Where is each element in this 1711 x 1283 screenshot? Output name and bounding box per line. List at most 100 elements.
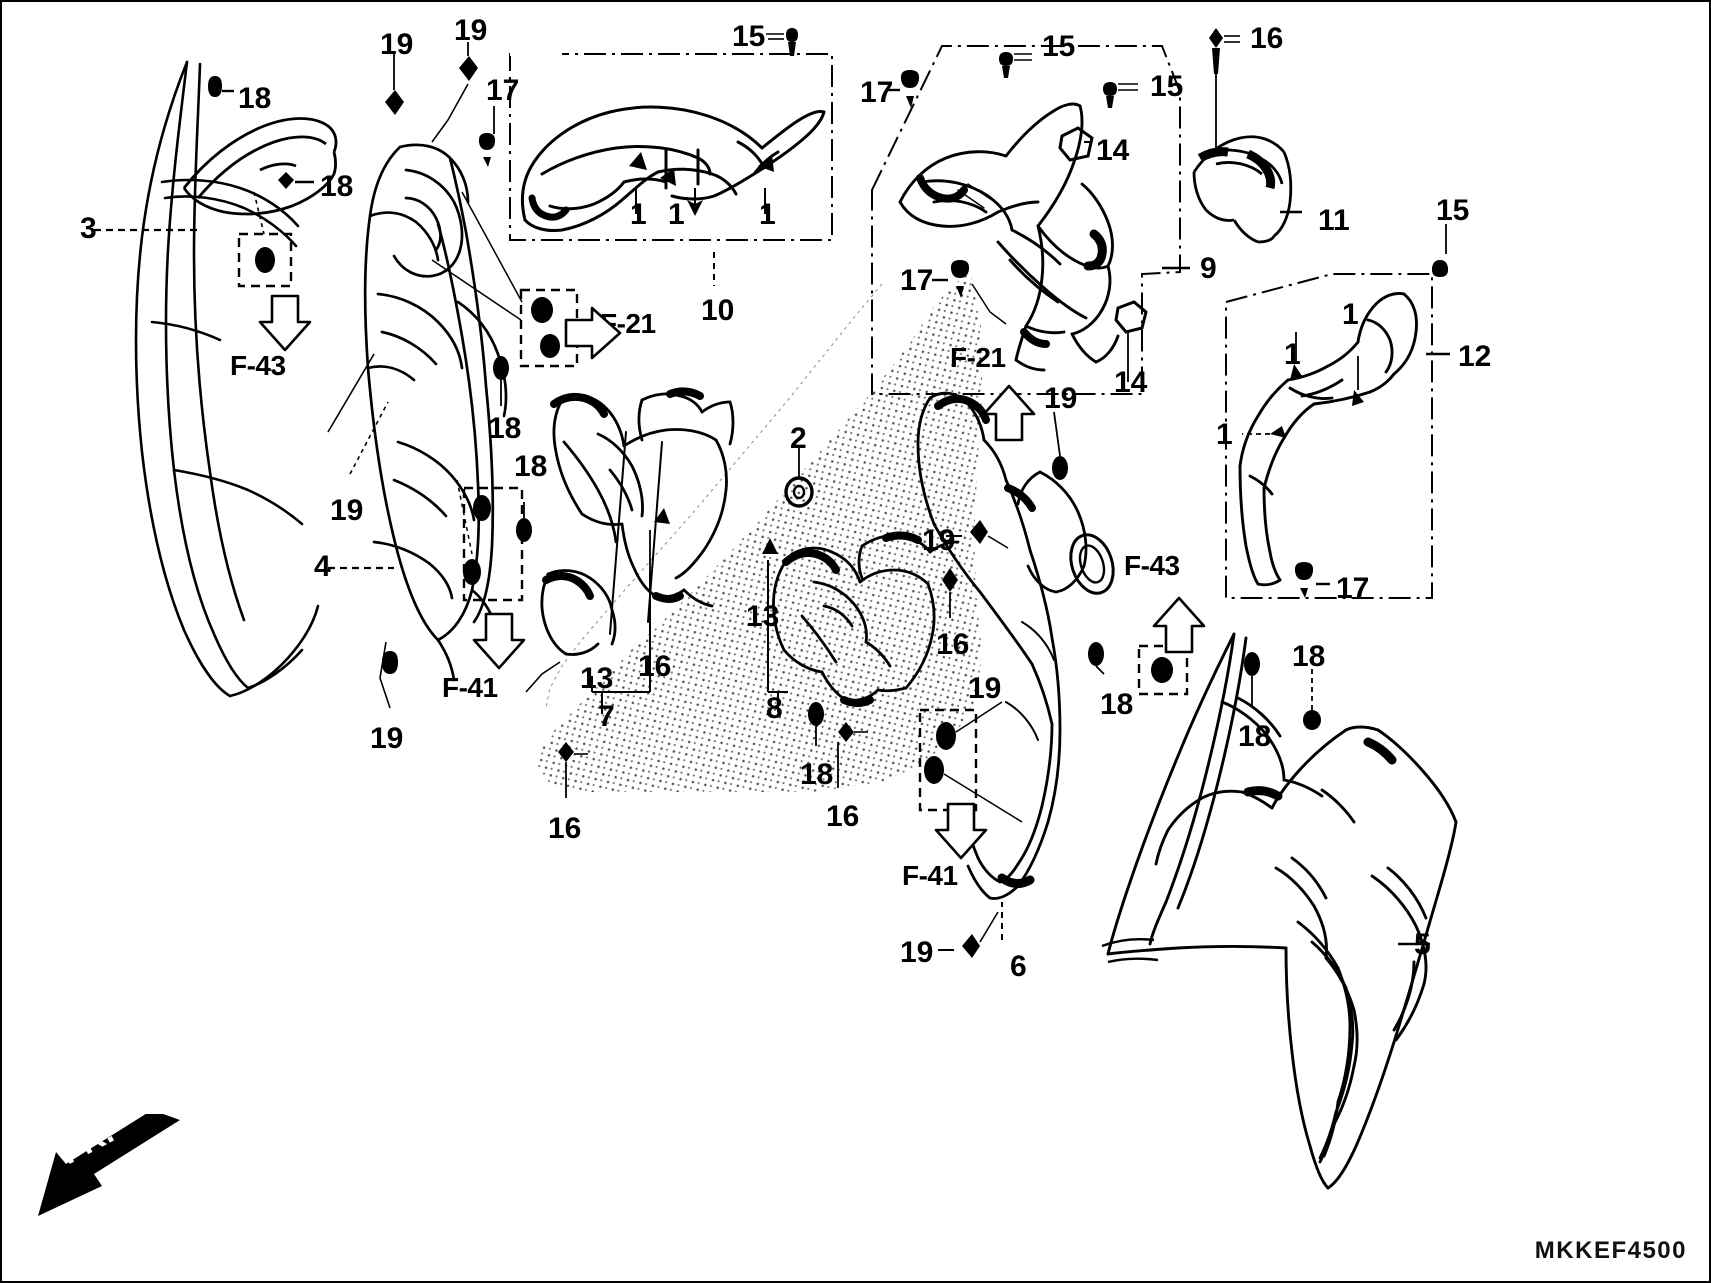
clip-16-marker-a — [654, 508, 670, 524]
leader-16-a — [525, 661, 561, 693]
part-callout-7: 7 — [598, 700, 615, 733]
part-callout-19: 19 — [922, 524, 956, 557]
reference-arrow-down — [258, 294, 312, 352]
screw-16-marker-c — [837, 722, 868, 788]
part-callout-19: 19 — [968, 672, 1002, 705]
part-callout-18: 18 — [800, 758, 834, 791]
part-callout-15: 15 — [1436, 194, 1470, 227]
part-3-upper-flap — [182, 117, 338, 216]
part-callout-3: 3 — [80, 212, 97, 245]
washer-14-bottom — [1114, 300, 1148, 358]
screw-15-marker-b — [999, 52, 1032, 78]
part-callout-10: 10 — [701, 294, 735, 327]
part-callout-17: 17 — [1336, 572, 1370, 605]
reference-arrow-right — [564, 306, 622, 360]
part-callout-14: 14 — [1096, 134, 1130, 167]
drawing-part-number: MKKEF4500 — [1534, 1237, 1687, 1264]
bracket-13-right — [762, 538, 788, 712]
part-11-bracket — [1192, 135, 1293, 244]
part-callout-14: 14 — [1114, 366, 1148, 399]
screw-15-marker-d — [1431, 224, 1449, 277]
part-callout-1: 1 — [1342, 298, 1359, 331]
part-callout-19: 19 — [380, 28, 414, 61]
part-4-left-inner-cowl — [363, 143, 508, 682]
clip-19-marker-a — [382, 651, 398, 674]
part-9-upper-cowl — [898, 102, 1120, 372]
clip-18-marker-h — [1303, 668, 1321, 730]
part-callout-17: 17 — [486, 74, 520, 107]
reference-callout-f-21: F-21 — [950, 342, 1006, 373]
reference-callout-f-41: F-41 — [442, 672, 498, 703]
part-callout-9: 9 — [1200, 252, 1217, 285]
part-callout-15: 15 — [732, 20, 766, 53]
reference-arrow-up — [982, 384, 1036, 442]
part-callout-18: 18 — [238, 82, 272, 115]
screw-16-marker-b — [558, 742, 588, 798]
clip-18-marker-e — [808, 702, 824, 746]
clip-19-marker-e — [946, 520, 1009, 549]
part-callout-1: 1 — [1284, 338, 1301, 371]
part-callout-15: 15 — [1042, 30, 1076, 63]
part-callout-16: 16 — [826, 800, 860, 833]
part-callout-19: 19 — [370, 722, 404, 755]
clip-19-marker-d — [1052, 411, 1068, 480]
part-callout-6: 6 — [1010, 950, 1027, 983]
detail-box-f43-left — [237, 191, 293, 288]
part-callout-1: 1 — [668, 198, 685, 231]
part-callout-16: 16 — [548, 812, 582, 845]
reference-callout-f-43: F-43 — [230, 350, 286, 381]
clip-17-marker-a — [478, 106, 496, 167]
part-callout-13: 13 — [580, 662, 614, 695]
part-callout-17: 17 — [860, 76, 894, 109]
part-callout-18: 18 — [1292, 640, 1326, 673]
part-callout-19: 19 — [454, 14, 488, 47]
clip-18-marker-c — [493, 356, 509, 406]
part-10-boundary — [509, 52, 833, 241]
front-direction-arrow — [38, 1114, 180, 1216]
part-callout-18: 18 — [1238, 720, 1272, 753]
part-callout-17: 17 — [900, 264, 934, 297]
part-callout-12: 12 — [1458, 340, 1492, 373]
clip-18-marker-d — [516, 502, 532, 542]
part-callout-18: 18 — [320, 170, 354, 203]
reference-callout-f-41: F-41 — [902, 860, 958, 891]
screw-16-marker-a — [1209, 28, 1240, 150]
clip-18-marker-f — [1088, 642, 1105, 675]
part-callout-1: 1 — [1216, 418, 1233, 451]
detail-box-f41-left — [456, 479, 524, 602]
part-callout-13: 13 — [746, 600, 780, 633]
part-callout-4: 4 — [314, 550, 331, 583]
leader-19-f — [431, 83, 469, 143]
screw-15-marker-c — [1103, 82, 1138, 108]
part-callout-5: 5 — [1414, 928, 1431, 961]
part-callout-19: 19 — [1044, 382, 1078, 415]
leader-19-b — [327, 353, 375, 433]
reference-callout-f-43: F-43 — [1124, 550, 1180, 581]
part-callout-19: 19 — [330, 494, 364, 527]
part-callout-19: 19 — [900, 936, 934, 969]
part-callout-15: 15 — [1150, 70, 1184, 103]
clip-17-marker-d — [1294, 562, 1330, 598]
part-callout-18: 18 — [1100, 688, 1134, 721]
part-12-bracket — [1238, 292, 1418, 587]
clip-17-marker-c — [932, 260, 1007, 325]
part-callout-16: 16 — [638, 650, 672, 683]
screw-15-marker-a — [766, 28, 798, 56]
part-callout-11: 11 — [1318, 204, 1350, 237]
part-callout-1: 1 — [759, 198, 776, 231]
clip-19-marker-b — [385, 90, 404, 115]
part-callout-8: 8 — [766, 692, 783, 725]
leaders-1-part10 — [629, 152, 774, 216]
part-callout-16: 16 — [936, 628, 970, 661]
part-9-boundary — [871, 45, 1181, 395]
clip-18-marker-g — [1244, 652, 1260, 706]
clip-19-marker-c — [459, 56, 478, 81]
part-6-right-inner-cowl — [916, 391, 1115, 900]
part-callout-16: 16 — [1250, 22, 1284, 55]
reference-arrow-up — [1152, 596, 1206, 654]
reference-arrow-down — [934, 802, 988, 860]
clip-18-marker-a — [208, 76, 234, 97]
clip-17-marker-b — [886, 70, 920, 108]
part-callout-2: 2 — [790, 422, 807, 455]
